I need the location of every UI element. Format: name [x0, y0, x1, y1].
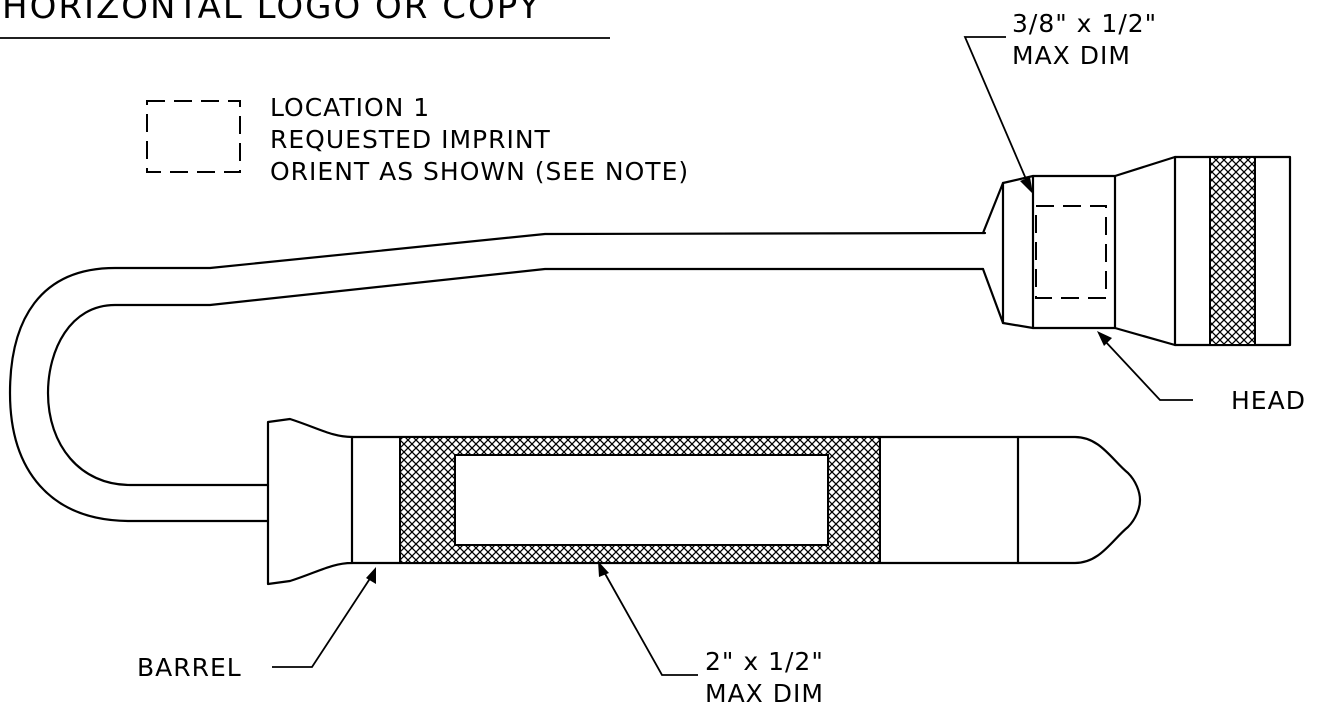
flexible-shaft: [8, 231, 987, 523]
legend-requested-imprint: REQUESTED IMPRINT: [270, 125, 551, 154]
leader-head: [1097, 331, 1193, 401]
head-label: HEAD: [1231, 386, 1306, 415]
barrel: [266, 417, 1142, 586]
legend-dashed-box-icon: [146, 100, 241, 173]
barrel-dim-text: 2" x 1/2": [705, 647, 824, 676]
leader-barrel: [272, 567, 376, 668]
head-grip-band: [1209, 156, 1256, 346]
barrel-imprint-area: [454, 454, 829, 546]
head-dim-text: 3/8" x 1/2": [1012, 9, 1157, 38]
leader-barrel-dim: [598, 561, 698, 676]
barrel-dim-max: MAX DIM: [705, 679, 824, 708]
drawing-title: HORIZONTAL LOGO OR COPY: [2, 0, 541, 27]
legend-orient-note: ORIENT AS SHOWN (SEE NOTE): [270, 157, 689, 186]
legend-location: LOCATION 1: [270, 93, 430, 122]
head: [981, 155, 1292, 347]
barrel-label: BARREL: [137, 653, 242, 682]
head-imprint-area: [1035, 205, 1107, 299]
head-dim-max: MAX DIM: [1012, 41, 1131, 70]
leader-head-dim: [963, 36, 1033, 194]
